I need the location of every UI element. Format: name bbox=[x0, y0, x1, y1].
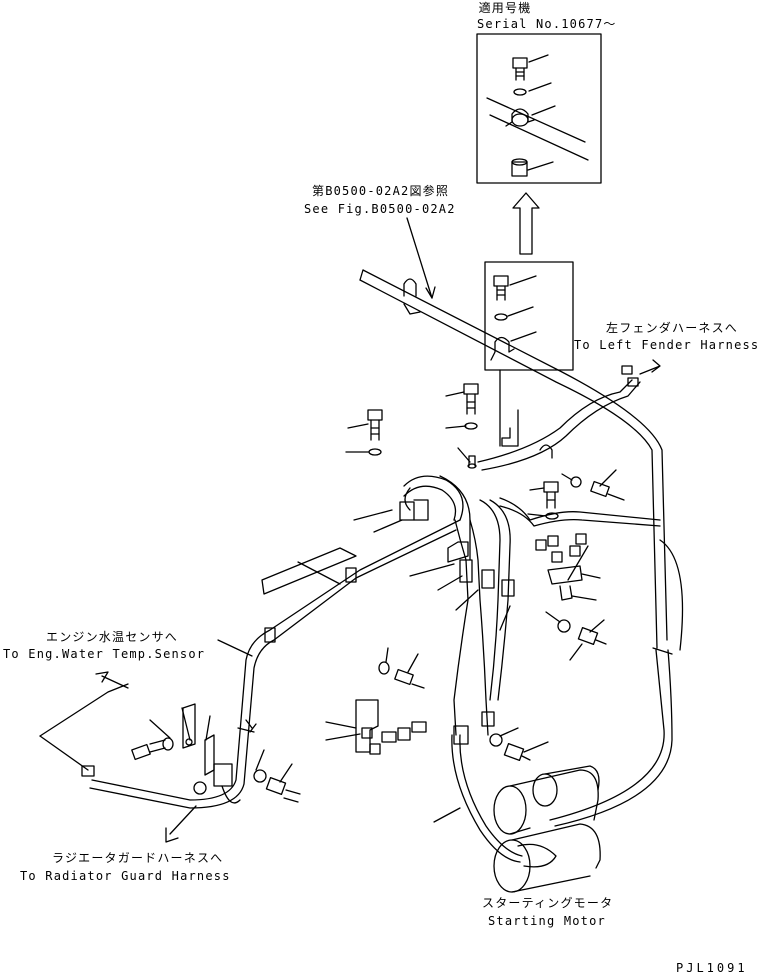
left-upper-parts bbox=[345, 383, 479, 469]
starting-motor bbox=[493, 765, 601, 893]
main-hose bbox=[359, 217, 668, 649]
central-harness bbox=[399, 475, 661, 863]
left-lower-parts bbox=[131, 703, 301, 804]
lower-middle-parts bbox=[297, 509, 549, 823]
right-parts bbox=[527, 469, 625, 661]
water-temp-label-jp: エンジン水温センサへ bbox=[46, 630, 179, 644]
starting-motor-label-jp: スターティングモータ bbox=[482, 896, 614, 910]
inset-arrow bbox=[512, 192, 540, 255]
see-fig-label-jp: 第B0500-02A2図参照 bbox=[312, 184, 450, 198]
drawing-code: PJL1091 bbox=[676, 961, 748, 974]
serial-inset bbox=[476, 33, 602, 184]
serial-label-jp: 適用号機 bbox=[478, 1, 532, 15]
radiator-guard-arrow bbox=[165, 805, 197, 843]
mid-inset bbox=[484, 261, 574, 371]
left-harness bbox=[81, 519, 461, 809]
radiator-guard-label-jp: ラジエータガードハーネスへ bbox=[52, 851, 224, 865]
right-hose bbox=[549, 539, 684, 827]
water-temp-label-en: To Eng.Water Temp.Sensor bbox=[3, 647, 206, 661]
water-temp-leader bbox=[39, 671, 129, 771]
radiator-guard-label-en: To Radiator Guard Harness bbox=[20, 869, 231, 883]
left-fender-harness bbox=[477, 359, 661, 471]
left-fender-label-en: To Left Fender Harness bbox=[574, 338, 760, 352]
left-fender-label-jp: 左フェンダハーネスへ bbox=[606, 321, 739, 335]
see-fig-label-en: See Fig.B0500-02A2 bbox=[304, 202, 456, 216]
serial-label-en: Serial No.10677〜 bbox=[477, 17, 617, 31]
starting-motor-label-en: Starting Motor bbox=[488, 914, 606, 928]
